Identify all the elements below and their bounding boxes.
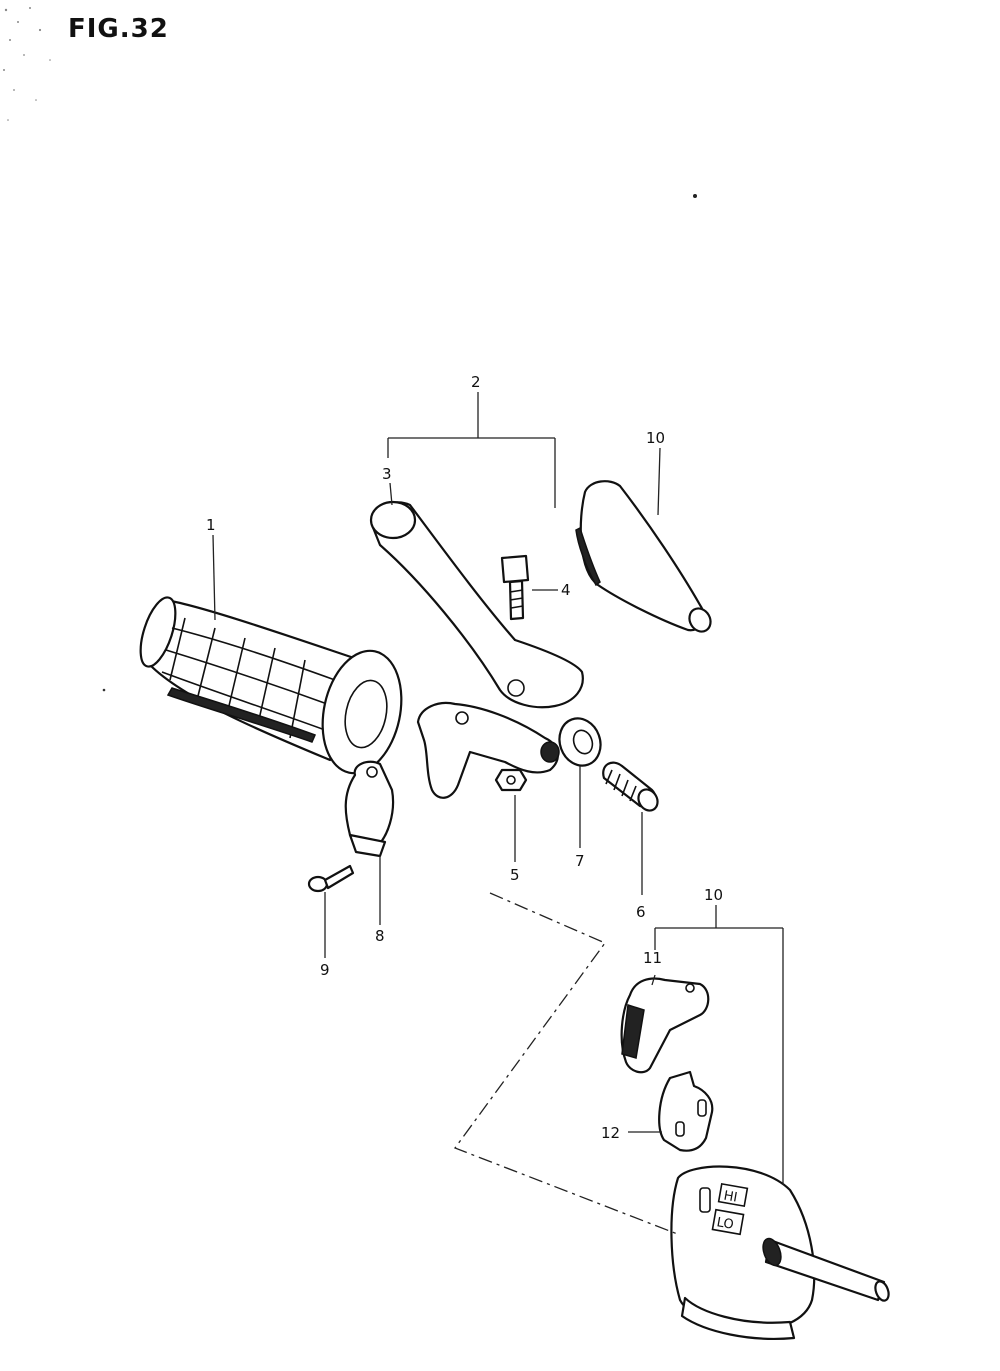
- part-1-grip: [139, 596, 403, 775]
- bracket-10-lower: [654, 905, 784, 1185]
- callout-10-lower: 10: [704, 886, 723, 904]
- leader-lines: [212, 447, 662, 1133]
- callout-12: 12: [601, 1124, 620, 1142]
- part-10-lever-cover: [575, 480, 712, 633]
- part-4-bolt: [500, 554, 530, 621]
- switch-label-lo: LO: [715, 1215, 734, 1233]
- callout-2: 2: [471, 373, 481, 391]
- bracket-2: [387, 392, 556, 508]
- part-7-washer: [558, 717, 602, 767]
- part-10-switch-housing: HI LO: [670, 1165, 890, 1340]
- switch-label-hi: HI: [722, 1189, 738, 1206]
- callout-1: 1: [206, 516, 216, 534]
- part-6-adjuster: [602, 761, 659, 812]
- callout-10-upper: 10: [646, 429, 665, 447]
- part-12-contact-plate: [658, 1070, 714, 1152]
- callout-7: 7: [575, 852, 585, 870]
- part-3-lever: [369, 500, 584, 709]
- figure-title: FIG.32: [68, 14, 169, 44]
- callout-6: 6: [636, 903, 646, 921]
- callout-5: 5: [510, 866, 520, 884]
- scan-speckle: [3, 7, 697, 692]
- callout-8: 8: [375, 927, 385, 945]
- callout-11: 11: [643, 949, 662, 967]
- callout-numbers: 1 2 3 4 5 6 7 8 9 10 10 11 12: [206, 373, 723, 1142]
- lever-holder: [416, 701, 560, 799]
- part-11-switch-knob: [620, 977, 710, 1074]
- callout-9: 9: [320, 961, 330, 979]
- part-8-clamp: [344, 760, 395, 858]
- assembly-dashed-line: [453, 892, 681, 1236]
- part-5-nut: [494, 768, 528, 792]
- callout-3: 3: [382, 465, 392, 483]
- part-9-screw: [307, 864, 355, 893]
- callout-4: 4: [561, 581, 571, 599]
